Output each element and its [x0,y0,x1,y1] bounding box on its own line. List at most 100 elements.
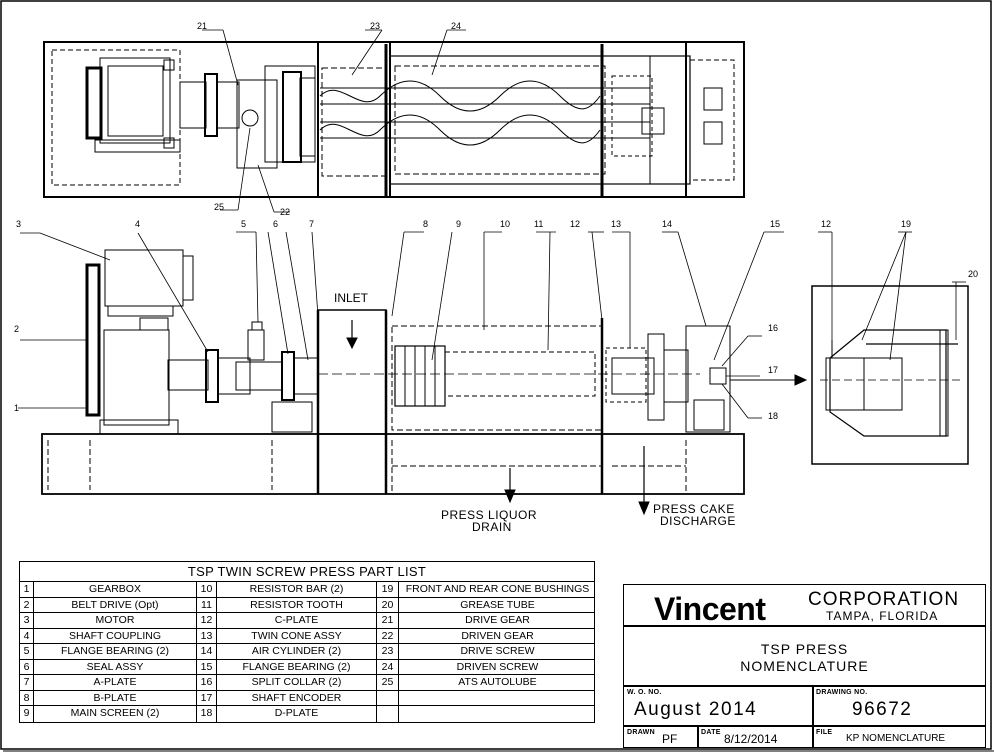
part-name: B-PLATE [34,690,197,705]
callout-12-detail: 12 [821,219,832,229]
drawing-title-line1: TSP PRESS [760,641,849,657]
callout-3: 3 [16,219,22,229]
callout-9: 9 [456,219,462,229]
part-number: 12 [197,613,217,628]
part-name: BELT DRIVE (Opt) [34,597,197,612]
part-number: 1 [20,582,34,597]
part-number: 24 [377,659,399,674]
drawn-label: DRAWN [627,729,655,736]
callout-5: 5 [241,219,247,229]
drawn-value: PF [662,732,678,746]
callout-7: 7 [309,219,315,229]
part-name: RESISTOR BAR (2) [217,582,377,597]
press-liquor-label: PRESS LIQUOR [441,508,538,522]
part-number: 14 [197,644,217,659]
part-name: DRIVEN GEAR [461,629,534,642]
part-name: FLANGE BEARING (2) [34,644,197,659]
part-number: 2 [20,597,34,612]
file-value: KP NOMENCLATURE [846,733,946,744]
part-name: TWIN CONE ASSY [217,628,377,643]
part-name: SPLIT COLLAR (2) [217,675,377,690]
date-label: DATE [701,729,721,736]
part-number: 21 [377,613,399,628]
part-number: 10 [197,582,217,597]
part-name: FLANGE BEARING (2) [217,659,377,674]
part-number: 15 [197,659,217,674]
part-name: FRONT AND REAR CONE BUSHINGS [405,583,590,595]
title-block: Vincent CORPORATION TAMPA, FLORIDA TSP P… [623,584,986,748]
part-number: 13 [197,628,217,643]
callout-11: 11 [534,219,544,229]
drawing-number-value: 96672 [852,699,913,720]
part-number: 25 [377,675,399,690]
company-corporation: CORPORATION [808,589,960,610]
callout-23: 23 [370,21,381,31]
part-name: A-PLATE [34,675,197,690]
part-number: 20 [377,597,399,612]
callout-21: 21 [197,21,208,31]
part-name: SEAL ASSY [34,659,197,674]
parts-list-title: TSP TWIN SCREW PRESS PART LIST [20,562,594,582]
part-number [377,706,399,722]
part-number: 18 [197,706,217,722]
callout-22: 22 [280,207,291,217]
part-name: GEARBOX [34,582,197,597]
part-name: AIR CYLINDER (2) [217,644,377,659]
part-name: GREASE TUBE [460,598,535,611]
callout-20: 20 [968,269,979,279]
wo-value: August 2014 [634,699,758,720]
wo-label: W. O. NO. [627,689,662,696]
callout-18: 18 [768,411,779,421]
callout-2: 2 [14,324,20,334]
part-name: DRIVEN SCREW [456,660,539,673]
part-name: D-PLATE [217,706,377,722]
part-number: 5 [20,644,34,659]
part-number: 17 [197,690,217,705]
drawing-title-line2: NOMENCLATURE [740,658,869,674]
callout-6: 6 [273,219,279,229]
callout-17: 17 [768,365,779,375]
part-number: 23 [377,644,399,659]
company-location: TAMPA, FLORIDA [826,609,939,623]
part-number: 3 [20,613,34,628]
part-number: 7 [20,675,34,690]
part-number [377,690,399,705]
part-number: 8 [20,690,34,705]
callout-13: 13 [611,219,622,229]
part-name [399,691,596,706]
part-name: SHAFT COUPLING [34,628,197,643]
part-number: 22 [377,628,399,643]
part-name: MAIN SCREEN (2) [34,706,197,722]
part-number: 16 [197,675,217,690]
callout-8: 8 [423,219,429,229]
part-name: DRIVE SCREW [460,645,535,657]
callout-1: 1 [14,403,20,413]
callout-19: 19 [901,219,912,229]
press-liquor-drain-label: DRAIN [472,520,512,534]
part-name: ATS AUTOLUBE [458,676,537,688]
part-name: MOTOR [34,613,197,628]
part-name: DRIVE GEAR [465,614,530,626]
callout-15: 15 [770,219,781,229]
company-logo-text: Vincent [654,591,766,627]
callout-25: 25 [214,202,225,212]
press-cake-label: PRESS CAKE [653,502,735,516]
inlet-label: INLET [334,291,369,305]
part-name: C-PLATE [217,613,377,628]
callout-16: 16 [768,323,779,333]
part-number: 4 [20,628,34,643]
part-name: RESISTOR TOOTH [217,597,377,612]
file-label: FILE [816,729,833,736]
callout-12: 12 [570,219,581,229]
date-value: 8/12/2014 [724,732,778,746]
